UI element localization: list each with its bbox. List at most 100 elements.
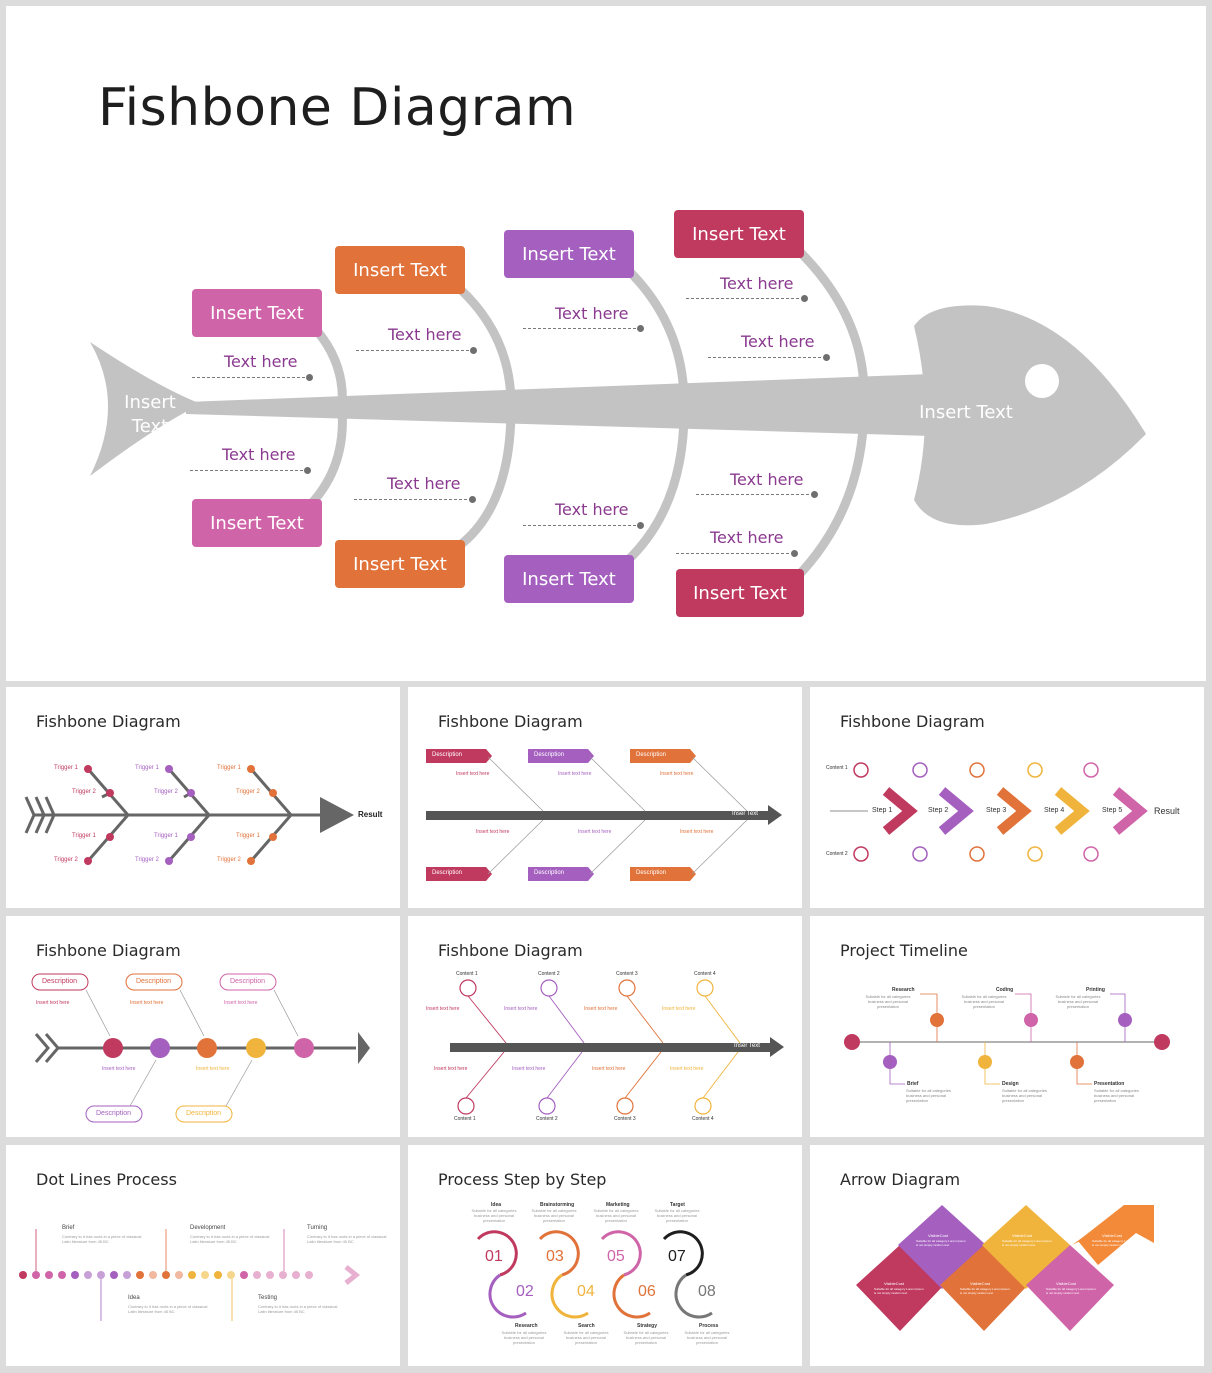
leader-line [523, 328, 641, 329]
step-desc: Suitable for all categories business and… [623, 1330, 669, 1345]
step-desc: Suitable for all categories business and… [563, 1330, 609, 1345]
step-number: 03 [546, 1248, 564, 1265]
arrow-desc: Suitable for all category Lorem Ipsum is… [874, 1287, 924, 1295]
text-line[interactable]: Text here [222, 445, 296, 464]
bottom-box-2[interactable]: Insert Text [335, 540, 465, 588]
step-desc: Contrary to it has roots in a piece of c… [128, 1304, 208, 1314]
timeline-dot [227, 1271, 235, 1279]
thumbnail-title: Process Step by Step [438, 1170, 607, 1189]
step-desc: Suitable for all categories business and… [684, 1330, 730, 1345]
step-desc: Suitable for all categories business and… [531, 1208, 577, 1223]
step-desc: Contrary to it has roots in a piece of c… [190, 1234, 270, 1244]
arrow-label: VisibleCost [1012, 1233, 1032, 1238]
trigger-label: Trigger 1 [72, 833, 96, 839]
top-box-3[interactable]: Insert Text [504, 230, 634, 278]
arrow-label: VisibleCost [884, 1281, 904, 1286]
thumbnail-2[interactable]: Fishbone Diagram Description Description… [408, 687, 802, 908]
description-tag: Description [136, 978, 172, 985]
text-line[interactable]: Text here [555, 304, 629, 323]
content-label: Content 1 [456, 971, 478, 977]
text-line[interactable]: Text here [387, 474, 461, 493]
result-label: Result [1154, 806, 1180, 816]
line-text: Insert text here [196, 1066, 230, 1072]
content-label: Content 1 [454, 1116, 476, 1122]
text-line[interactable]: Text here [720, 274, 794, 293]
top-box-4[interactable]: Insert Text [674, 210, 804, 258]
content-label: Content 3 [616, 971, 638, 977]
step-label: Marketing [606, 1202, 630, 1208]
timeline-dot [201, 1271, 209, 1279]
thumbnail-9[interactable]: Arrow Diagram VisibleCost VisibleCost Vi… [810, 1145, 1204, 1366]
top-box-2[interactable]: Insert Text [335, 246, 465, 294]
description-tag: Description [96, 1110, 132, 1117]
description-tag: Description [636, 870, 667, 876]
trigger-label: Trigger 2 [72, 789, 96, 795]
trigger-label: Trigger 2 [54, 857, 78, 863]
line-text: Insert text here [130, 1000, 164, 1006]
text-line[interactable]: Text here [555, 500, 629, 519]
milestone-label: Brief [907, 1081, 919, 1087]
timeline-dot [58, 1271, 66, 1279]
line-text: Insert text here [456, 771, 490, 777]
fishbone-arrow-diagram [426, 749, 782, 881]
bottom-box-4[interactable]: Insert Text [676, 569, 804, 617]
description-tag: Description [534, 752, 565, 758]
step-number: 01 [485, 1248, 503, 1265]
bottom-box-3[interactable]: Insert Text [504, 555, 634, 603]
step-number: 06 [638, 1283, 656, 1300]
text-line[interactable]: Text here [741, 332, 815, 351]
thumbnail-title: Project Timeline [840, 941, 968, 960]
line-text: Insert text here [224, 1000, 258, 1006]
main-slide[interactable]: Fishbone Diagram Insert Text Insert Text… [6, 6, 1206, 681]
timeline-dot [149, 1271, 157, 1279]
thumbnail-title: Fishbone Diagram [36, 941, 181, 960]
thumbnail-7[interactable]: Dot Lines Process Brief Development Turn… [6, 1145, 400, 1366]
leader-dot [470, 347, 477, 354]
timeline-dot [32, 1271, 40, 1279]
top-box-1[interactable]: Insert Text [192, 289, 322, 337]
text-line[interactable]: Text here [388, 325, 462, 344]
timeline-dot [123, 1271, 131, 1279]
trigger-label: Trigger 2 [154, 789, 178, 795]
thumbnail-4[interactable]: Fishbone Diagram Description Description… [6, 916, 400, 1137]
description-tag: Description [42, 978, 78, 985]
arrow-desc: Suitable for all category Lorem Ipsum is… [1002, 1239, 1052, 1247]
text-line[interactable]: Text here [710, 528, 784, 547]
text-line[interactable]: Text here [224, 352, 298, 371]
trigger-label: Trigger 2 [135, 857, 159, 863]
content-label: Content 2 [538, 971, 560, 977]
thumbnail-title: Fishbone Diagram [36, 712, 181, 731]
timeline-dot [136, 1271, 144, 1279]
trigger-label: Trigger 1 [236, 833, 260, 839]
leader-dot [811, 491, 818, 498]
thumbnail-3[interactable]: Fishbone Diagram Step 1 Step 2 Step 3 St… [810, 687, 1204, 908]
line-text: Insert text here [476, 829, 510, 835]
thumbnail-5[interactable]: Fishbone Diagram Inser Text Content 1 Co… [408, 916, 802, 1137]
leader-dot [637, 325, 644, 332]
content-label: Content 4 [694, 971, 716, 977]
arrow-label: VisibleCost [1102, 1233, 1122, 1238]
leader-line [354, 499, 472, 500]
milestone-desc: Suitable for all categories business and… [1094, 1088, 1139, 1103]
thumbnail-8[interactable]: Process Step by Step 01 02 03 04 05 06 0… [408, 1145, 802, 1366]
step-label: Step 3 [986, 807, 1007, 814]
timeline-dot [266, 1271, 274, 1279]
thumbnail-title: Fishbone Diagram [438, 712, 583, 731]
description-tag: Description [534, 870, 565, 876]
timeline-dot [240, 1271, 248, 1279]
bottom-box-1[interactable]: Insert Text [192, 499, 322, 547]
leader-line [192, 377, 310, 378]
thumbnail-1[interactable]: Fishbone Diagram Result Trigger 1 Trigge… [6, 687, 400, 908]
line-text: Insert text here [102, 1066, 136, 1072]
text-line[interactable]: Text here [730, 470, 804, 489]
timeline-dot [84, 1271, 92, 1279]
step-label: Strategy [637, 1323, 658, 1329]
timeline-dot [71, 1271, 79, 1279]
content-label: Content 2 [536, 1116, 558, 1122]
trigger-label: Trigger 1 [54, 765, 78, 771]
thumbnail-6[interactable]: Project Timeline Research Coding Printin… [810, 916, 1204, 1137]
line-text: Insert text here [680, 829, 714, 835]
description-tag: Description [432, 752, 463, 758]
line-text: Insert text here [578, 829, 612, 835]
milestone-label: Presentation [1094, 1081, 1125, 1087]
